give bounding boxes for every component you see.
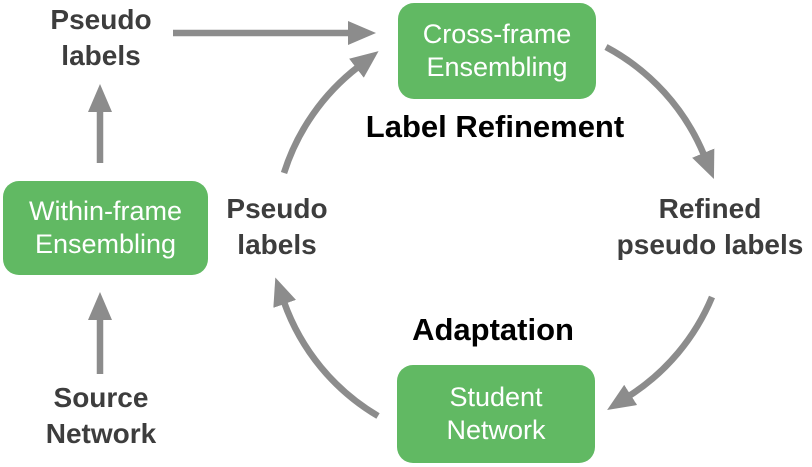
node-within-frame-ensembling: Within-frame Ensembling: [3, 181, 208, 275]
node-within-frame-line1: Within-frame: [28, 196, 183, 226]
arrow-crossframe-to-refined: [604, 44, 715, 180]
label-refined-line2: pseudo labels: [616, 229, 804, 260]
label-source-line1: Source: [53, 382, 149, 413]
label-refined-line1: Refined: [658, 193, 762, 224]
label-adaptation: Adaptation: [412, 312, 574, 347]
node-student-line2: Network: [446, 415, 546, 445]
label-pseudo-top-line2: labels: [61, 40, 141, 71]
label-pseudo-top-line1: Pseudo: [50, 4, 152, 35]
label-refined-pseudo-labels: Refined pseudo labels: [617, 191, 804, 263]
node-student-network: Student Network: [397, 365, 595, 463]
node-cross-frame-ensembling: Cross-frame Ensembling: [398, 3, 596, 99]
label-label-refinement: Label Refinement: [365, 109, 625, 144]
arrow-refined-to-student: [607, 295, 716, 411]
label-source-network: Source Network: [46, 380, 156, 452]
label-source-line2: Network: [45, 418, 157, 449]
label-pseudo-labels-middle: Pseudo labels: [226, 191, 327, 263]
node-within-frame-line2: Ensembling: [34, 229, 177, 259]
label-pseudo-labels-top: Pseudo labels: [50, 2, 151, 74]
label-pseudo-mid-line1: Pseudo: [226, 193, 328, 224]
arrow-pseudomid-to-crossframe: [280, 51, 379, 174]
arrow-student-to-pseudomid: [273, 277, 380, 419]
node-cross-frame-line1: Cross-frame: [422, 19, 572, 49]
node-cross-frame-line2: Ensembling: [426, 52, 568, 82]
label-pseudo-mid-line2: labels: [237, 229, 317, 260]
node-student-line1: Student: [449, 382, 543, 412]
